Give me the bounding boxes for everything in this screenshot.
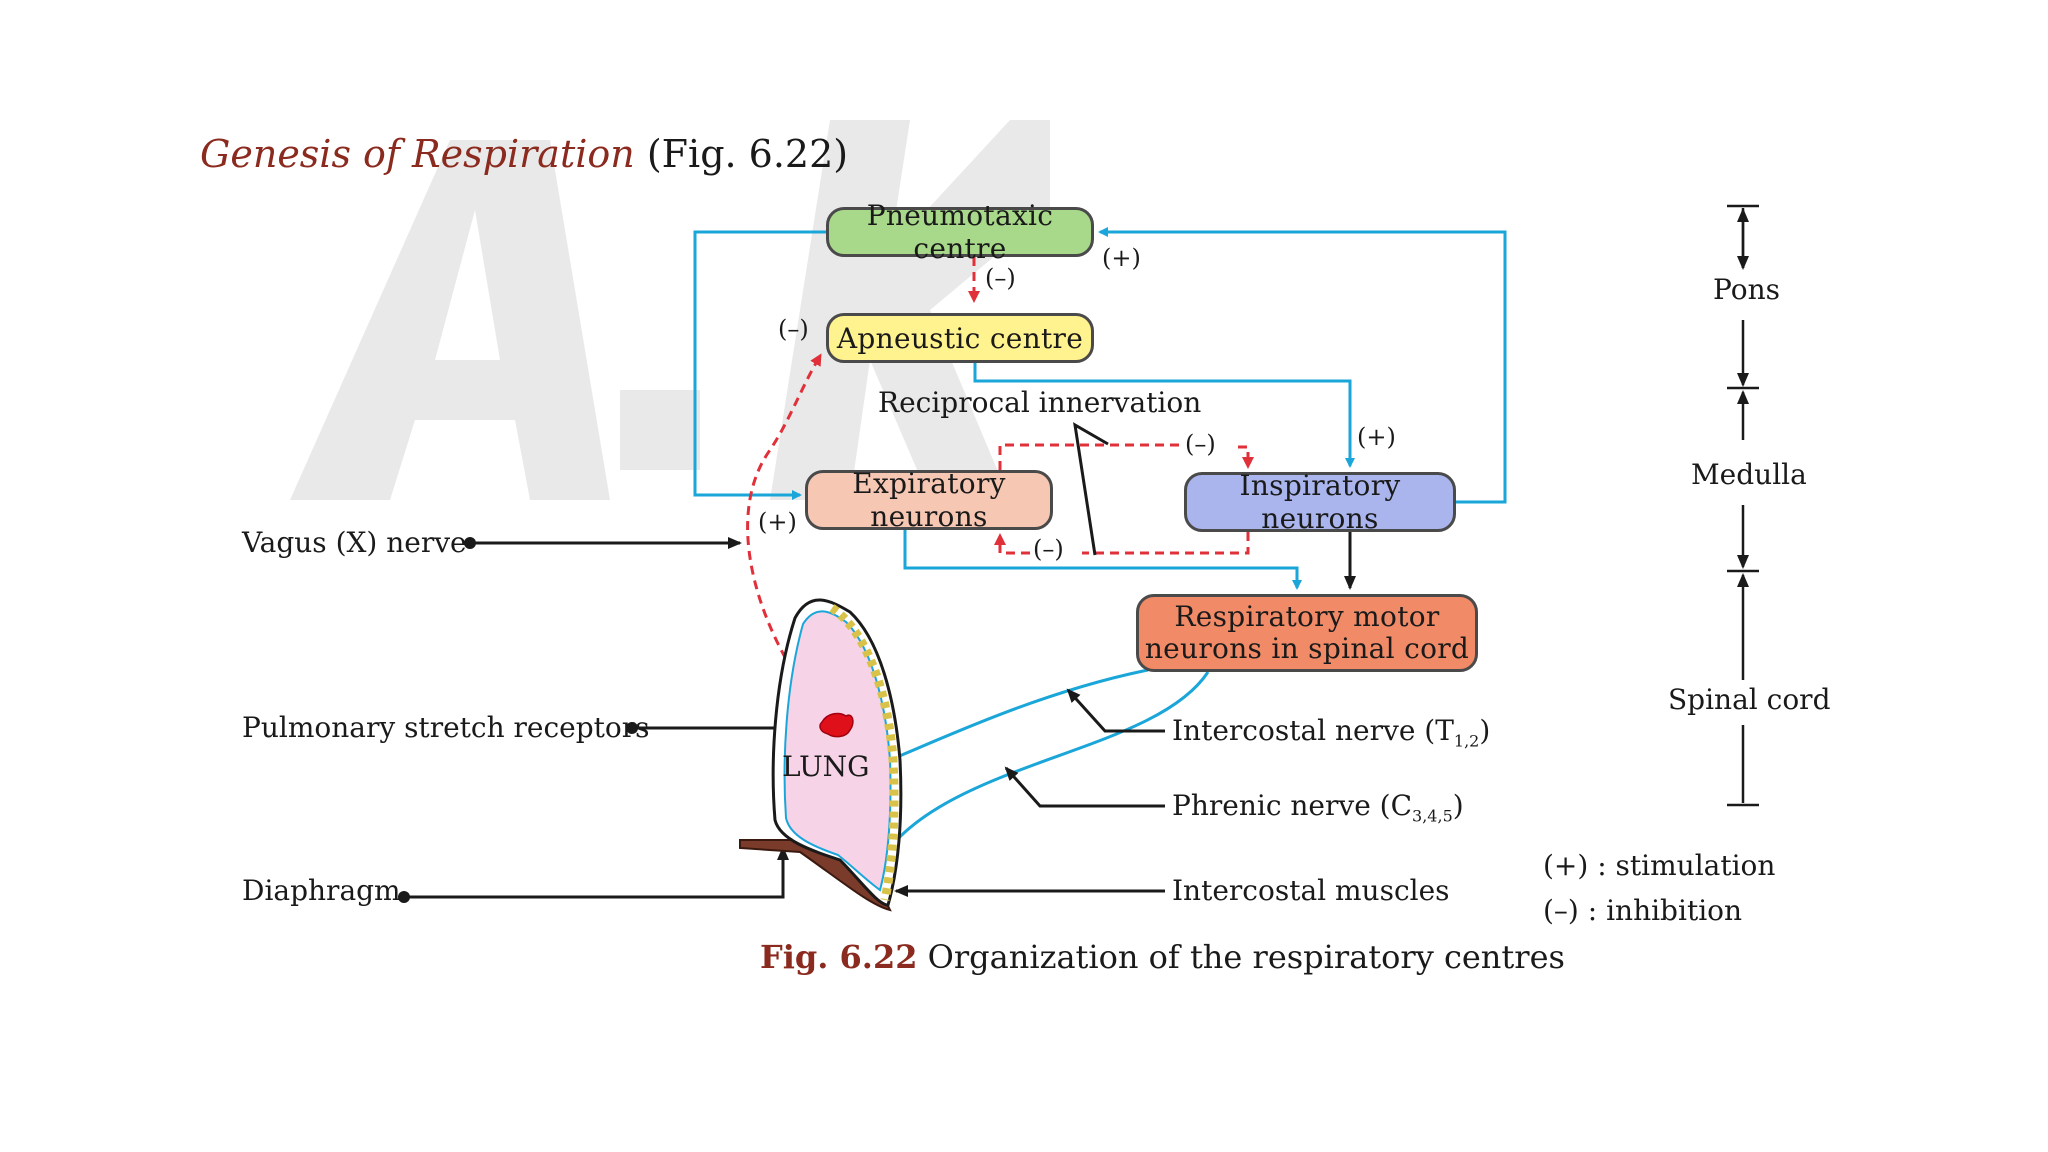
motor-neurons-box: Respiratory motor neurons in spinal cord: [1136, 594, 1478, 672]
caption-figure-number: Fig. 6.22: [760, 938, 918, 976]
phrenic-nerve-line: [868, 671, 1210, 881]
recip-top-line: [998, 443, 1180, 470]
expiratory-neurons-box: Expiratory neurons: [805, 467, 1053, 533]
phrenic-nerve-pointer: [1004, 766, 1165, 808]
apneustic-centre-label: Apneustic centre: [836, 321, 1084, 355]
lung-label: LUNG: [782, 750, 870, 783]
lung-to-apneu-line: [746, 353, 830, 721]
intercostal-nerve-pointer: [1066, 688, 1165, 733]
sign-exp-plus: (+): [758, 508, 797, 536]
intercostal-muscles-label: Intercostal muscles: [1172, 874, 1450, 907]
intercostal-nerve-line: [894, 668, 1149, 760]
inspiratory-neurons-box: Inspiratory neurons: [1184, 469, 1456, 535]
pneumotaxic-centre-label: Pneumotaxic centre: [866, 199, 1054, 265]
figure-caption: Fig. 6.22 Organization of the respirator…: [760, 938, 1565, 976]
recip-bottom-arrow: [994, 533, 1030, 555]
intercostal-nerve-label: Intercostal nerve (T1,2): [1172, 714, 1491, 751]
blue-connections: [693, 227, 1507, 881]
sign-recip-bottom: (–): [1033, 535, 1064, 563]
apneustic-to-inspiratory-line: [973, 363, 1355, 468]
reciprocal-pointer: [1073, 422, 1109, 556]
inspiratory-feedback-line: [1098, 227, 1507, 504]
red-connections: [746, 257, 1254, 721]
reciprocal-innervation-label: Reciprocal innervation: [878, 386, 1202, 419]
diaphragm-line: [404, 846, 789, 899]
recip-bottom-line: [1082, 532, 1250, 555]
expiratory-to-motor-line: [903, 530, 1302, 590]
sign-insp-plus: (+): [1357, 423, 1396, 451]
phrenic-nerve-label: Phrenic nerve (C3,4,5): [1172, 789, 1464, 826]
scale-spinal-cord-label: Spinal cord: [1668, 683, 1831, 716]
sign-apneu-left: (–): [778, 315, 809, 343]
pleura-beads: [829, 604, 899, 901]
diaphragm-label: Diaphragm: [242, 874, 401, 907]
sign-pneumo-apneu: (–): [985, 264, 1016, 292]
motor-neurons-label-line2: neurons in spinal cord: [1144, 632, 1470, 665]
caption-text: Organization of the respiratory centres: [927, 938, 1565, 976]
apneustic-centre-box: Apneustic centre: [826, 313, 1094, 363]
pneumotaxic-centre-box: Pneumotaxic centre: [826, 199, 1094, 265]
motor-neurons-label-line1: Respiratory motor: [1174, 600, 1440, 633]
lung-illustration: [739, 598, 903, 912]
sign-recip-top: (–): [1185, 430, 1216, 458]
sign-feedback-plus: (+): [1102, 244, 1141, 272]
heading-title: Genesis of Respiration: [200, 132, 635, 176]
expiratory-neurons-label: Expiratory neurons: [852, 467, 1006, 533]
legend-stimulation: (+) : stimulation: [1543, 849, 1776, 882]
recip-top-arrow: [1238, 445, 1254, 469]
inspiratory-neurons-label: Inspiratory neurons: [1239, 469, 1401, 535]
vagus-nerve-label: Vagus (X) nerve: [242, 526, 467, 559]
heading-figure-ref: (Fig. 6.22): [646, 132, 849, 176]
legend-inhibition: (–) : inhibition: [1543, 894, 1743, 927]
scale-pons-label: Pons: [1713, 273, 1780, 306]
pointer-dots: [398, 537, 638, 903]
stretch-receptor: [819, 712, 854, 738]
pulmonary-stretch-label: Pulmonary stretch receptors: [242, 711, 650, 744]
pneumo-to-expiratory-line: [693, 230, 826, 500]
scale-medulla-label: Medulla: [1691, 458, 1807, 491]
heading: Genesis of Respiration (Fig. 6.22): [200, 132, 848, 176]
